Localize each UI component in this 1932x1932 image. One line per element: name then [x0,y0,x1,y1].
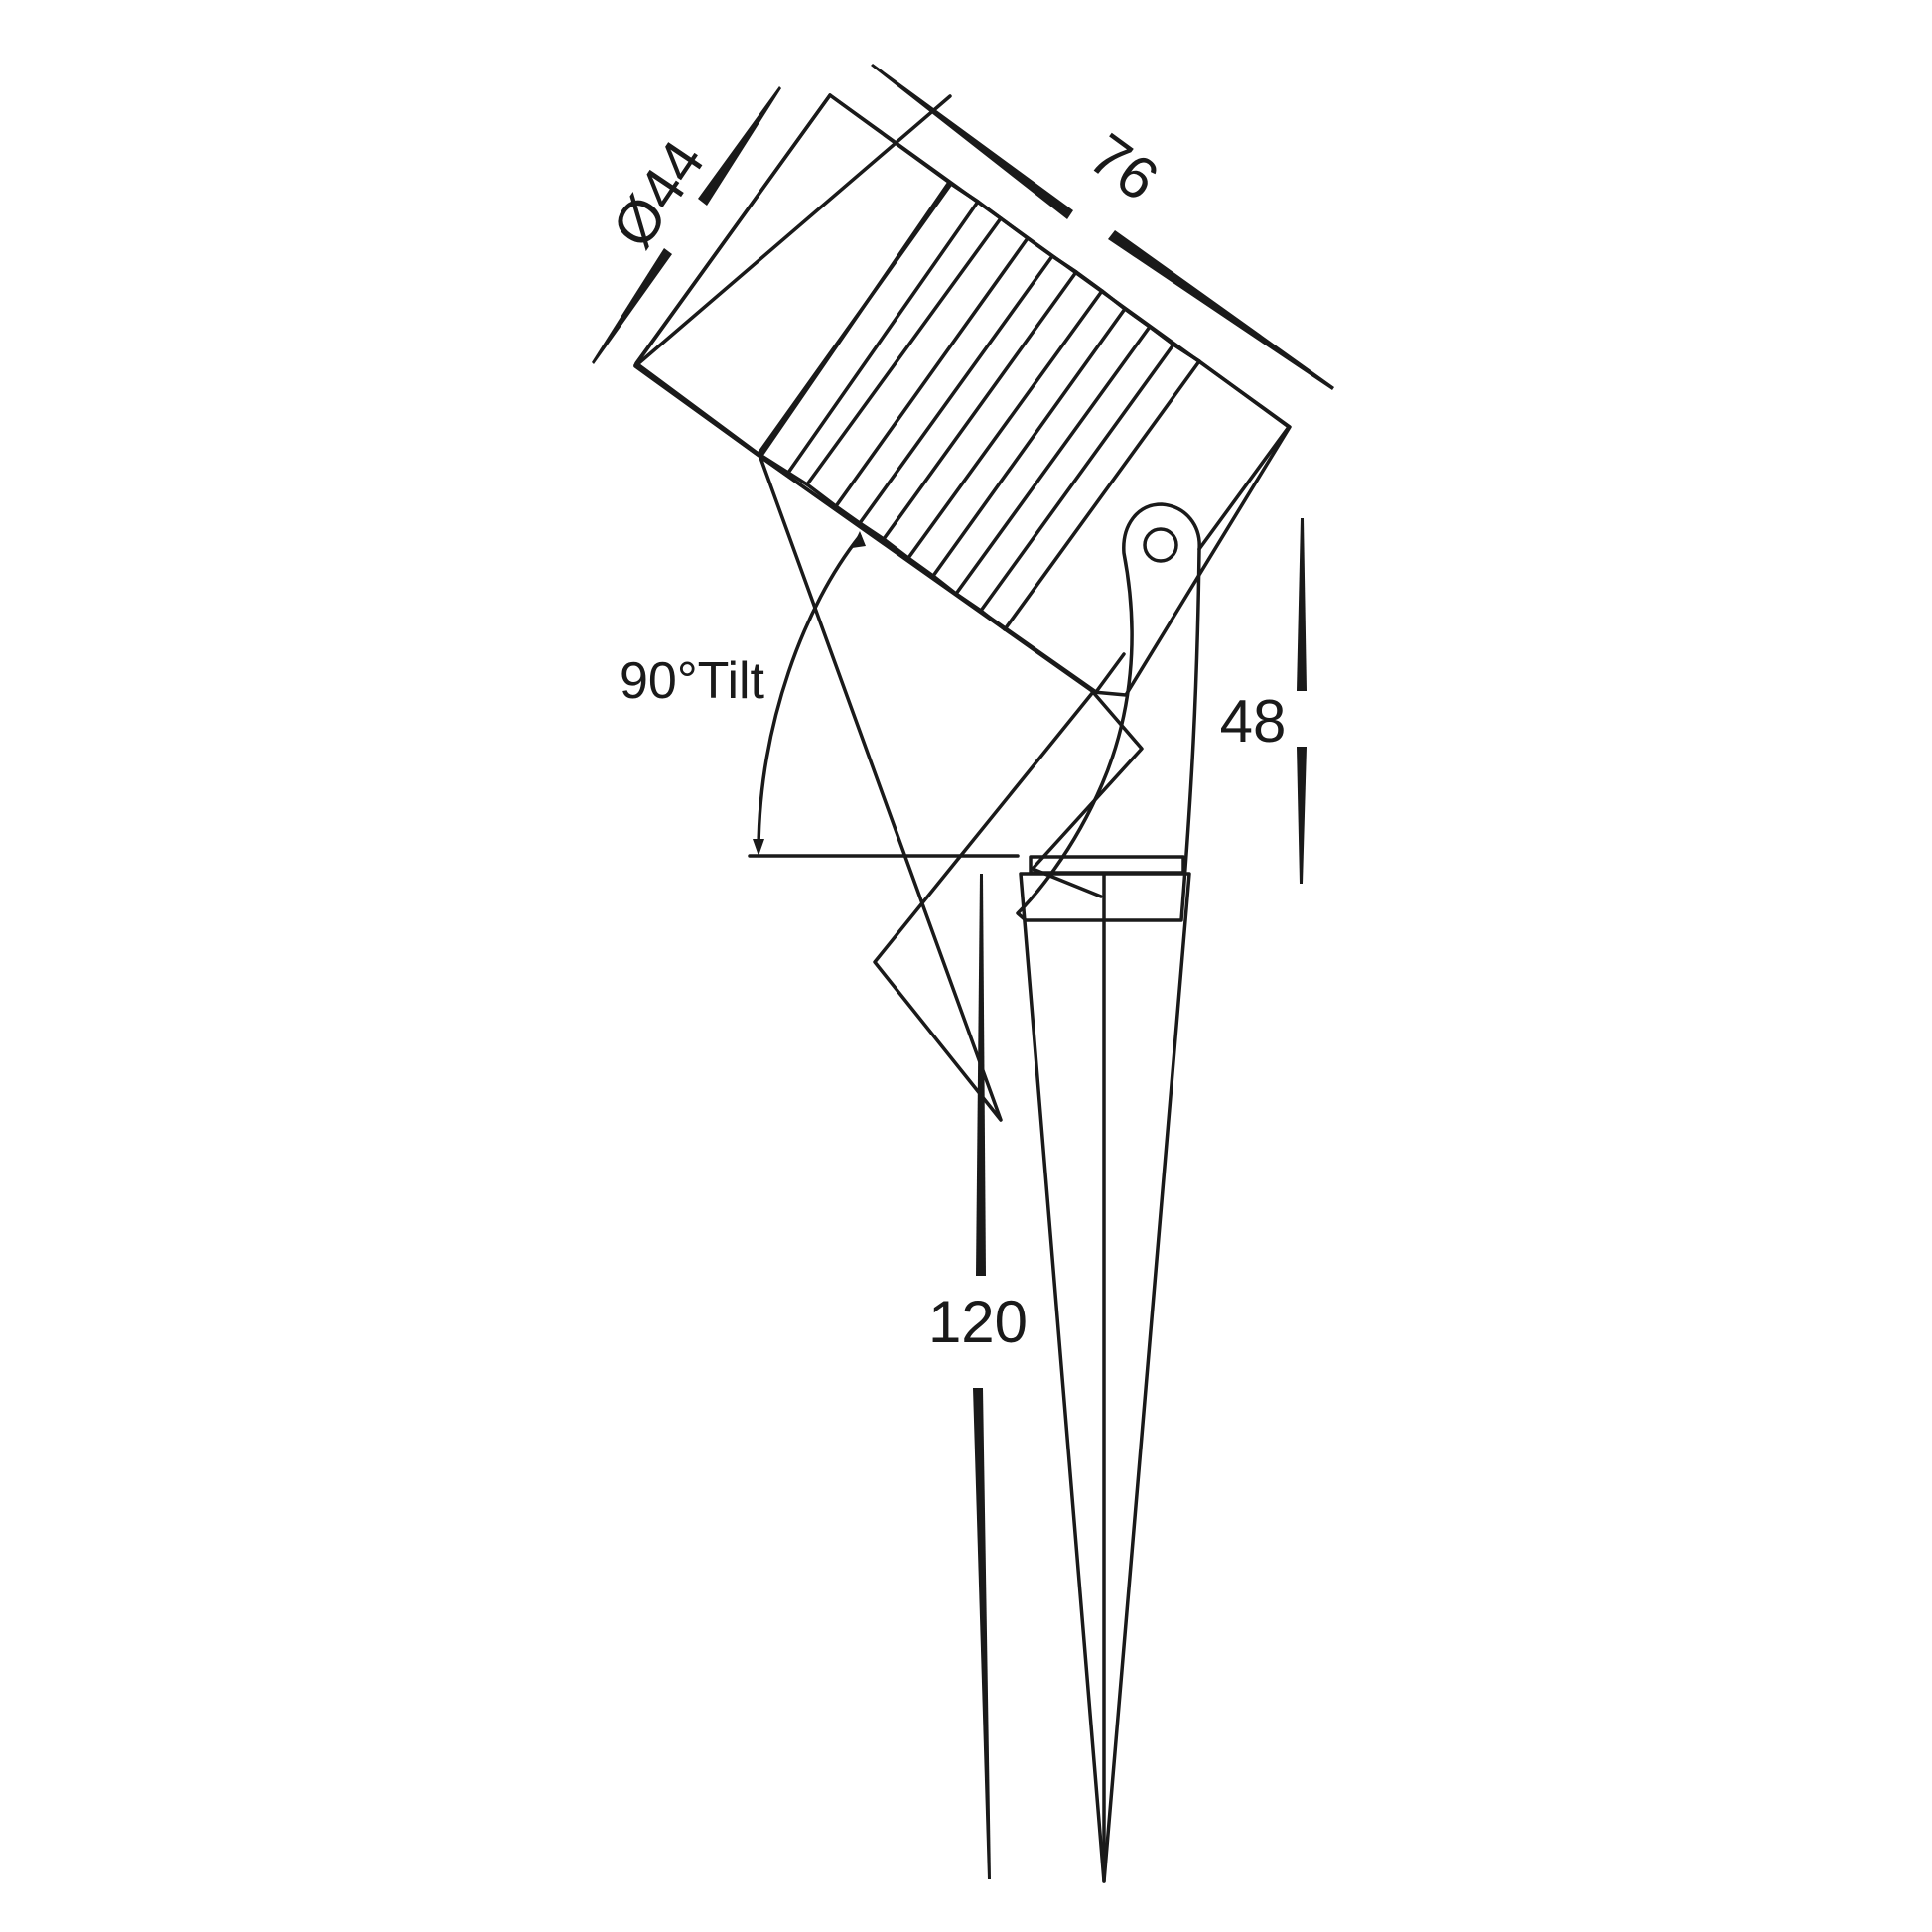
bracket-height-label: 48 [1220,688,1287,755]
dim-wedge [1108,230,1334,390]
fin-line [954,325,1152,596]
diameter-label: Ø44 [600,129,718,259]
pivot-hole [1143,527,1178,563]
fin-line [931,307,1127,578]
dimension-diameter [592,86,781,364]
cylinder-rear-face [1197,425,1291,551]
cylinder-bottom-edge [759,455,1126,694]
length-label: 76 [1077,121,1170,213]
fin-notches-top [949,182,1201,363]
fin-line [882,270,1078,541]
dimension-spike-length [973,874,991,1879]
fin-line [858,254,1054,525]
fin-line [906,289,1104,560]
ground-spike [1019,872,1191,1883]
dim-wedge [698,86,781,206]
dimension-bracket-height [1297,518,1307,884]
bracket-outline [1016,502,1201,922]
fin-notches [757,452,1007,631]
tilt-arc [757,534,862,851]
tilt-indicator [748,531,1020,858]
fin-line [786,200,980,475]
dim-wedge [1297,518,1307,691]
head-detail [633,93,1291,694]
dim-wedge [973,1388,991,1879]
tilt-label: 90°Tilt [620,652,765,710]
spotlight-head [633,93,1292,1122]
spike-length-label: 120 [928,1289,1028,1355]
fin-line [834,236,1030,508]
dim-wedge [871,64,1073,219]
dim-wedge [976,874,986,1276]
fin-line [979,343,1175,613]
fin-line [757,182,953,456]
bracket [1016,502,1201,922]
tilt-arrow-head-top [852,531,866,548]
dimension-length [871,64,1334,390]
dim-wedge [1297,747,1307,884]
heat-sink-fins [757,182,1201,631]
tilt-arrow-head-bottom [753,839,764,856]
dim-wedge [592,248,672,364]
fin-line [805,216,1003,486]
head-body [634,93,1292,1122]
fin-line [1003,359,1201,631]
